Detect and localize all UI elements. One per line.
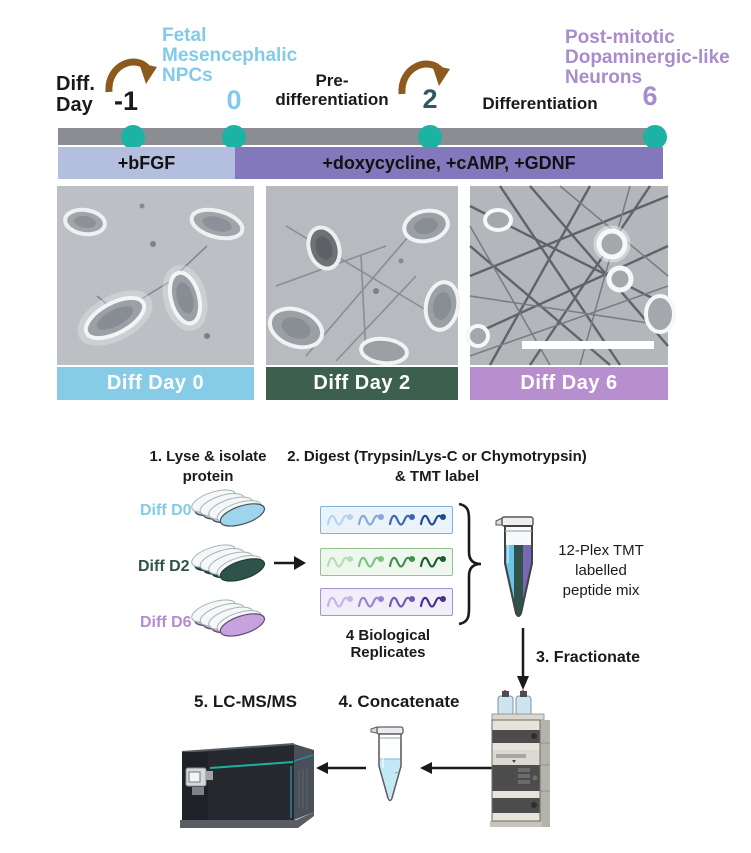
dish-stack-d6 [191,599,266,637]
peptide-squiggles-d2 [326,556,446,568]
ion-source [185,767,213,795]
step4-label: 4. Concatenate [338,692,460,711]
arrow-samples-to-digest [274,556,306,570]
diff-day-axis-label: Diff. Day [56,73,95,116]
step5-label: 5. LC-MS/MS [194,692,297,711]
hplc-system [490,690,550,827]
biological-replicates-caption: 4 Biological Replicates [345,627,431,661]
step2-label: 2. Digest (Trypsin/Lys-C or Chymotrypsin… [287,448,587,485]
micrograph-day0 [57,186,254,365]
micrograph-day6 [466,185,676,366]
pre-differentiation-label: Pre-differentiation [275,71,389,109]
sample-label-diff-d0: Diff D0 [140,502,192,519]
micrograph-label-day6: Diff Day 6 [520,372,618,394]
dish-stack-d2 [191,544,266,582]
sample-label-diff-d6: Diff D6 [140,614,192,631]
postmitotic-annotation: Post-mitotic Dopaminergic-like Neurons [565,27,730,88]
micrograph-label-day2: Diff Day 2 [313,372,411,394]
timeline-dot-0 [222,125,246,149]
micrograph-band-day0: Diff Day 0 [57,367,254,400]
micrograph-day2 [266,186,461,366]
peptide-squiggles-d0 [326,514,446,526]
passage-loop-arrow-day2 [398,60,450,95]
micrograph-label-day0: Diff Day 0 [106,372,205,394]
micrograph-band-day6: Diff Day 6 [470,367,668,400]
arrow-tube-to-fractionation [517,628,529,690]
bfgf-treatment-band: +bFGF [58,147,235,179]
micrograph-band-day2: Diff Day 2 [266,367,458,400]
solvent-bottles [497,690,532,717]
doxycycline-treatment-band: +doxycycline, +cAMP, +GDNF [235,147,663,179]
differentiation-label: Differentiation [482,94,598,113]
doxycycline-band-label: +doxycycline, +cAMP, +GDNF [322,152,576,173]
peptide-box-d0 [320,506,453,534]
day-tick-minus1: -1 [113,86,138,116]
step3-label: 3. Fractionate [536,649,641,666]
arrow-hplc-to-tube [420,762,498,774]
day-tick-2: 2 [422,84,438,114]
timeline-dot-2 [418,125,442,149]
peptide-box-d2 [320,548,453,576]
brace-icon [458,502,482,626]
npc-annotation: Fetal Mesencephalic NPCs [162,25,298,86]
arrow-tube-to-ms [316,762,366,774]
tmt-pooled-tube [495,516,534,617]
timeline-bar [58,128,663,145]
peptide-squiggles-d6 [326,596,446,608]
day-tick-6: 6 [642,81,658,111]
dish-stack-d0 [191,489,266,527]
day-tick-0: 0 [226,85,242,115]
sample-label-diff-d2: Diff D2 [138,558,190,575]
bfgf-band-label: +bFGF [117,152,176,173]
passage-loop-arrow-day-minus1 [105,58,157,93]
concatenate-tube [370,726,404,802]
timeline-dot-6 [643,125,667,149]
mass-spectrometer [180,743,314,828]
scale-bar [522,341,654,349]
timeline-dot-minus1 [121,125,145,149]
peptide-box-d6 [320,588,453,616]
